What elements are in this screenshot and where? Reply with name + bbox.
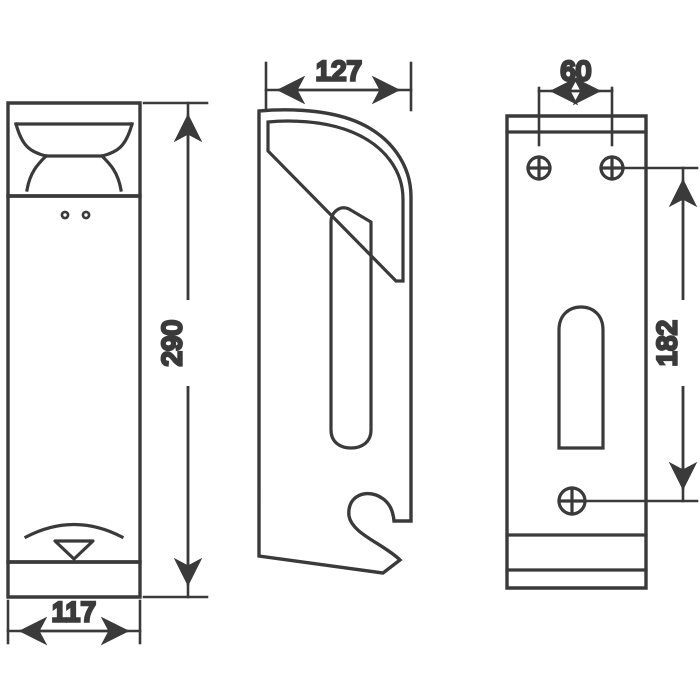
dimension-290-label: 290 bbox=[157, 320, 187, 367]
dimension-60: 60 bbox=[537, 54, 614, 147]
front-view-bottom-band bbox=[6, 560, 142, 599]
dimension-117: 117 bbox=[6, 595, 142, 646]
back-view-plate bbox=[505, 114, 648, 590]
back-view: 60 182 bbox=[505, 54, 699, 590]
front-view-lower-body bbox=[6, 194, 142, 564]
crosshair-screw-hole-top-left bbox=[526, 155, 552, 181]
back-view-rounded-slot bbox=[557, 305, 605, 450]
curved-top-wedge bbox=[266, 119, 405, 283]
dimension-290: 290 bbox=[142, 101, 209, 599]
indicator-dot-left bbox=[60, 210, 70, 220]
side-view-outline bbox=[257, 108, 413, 575]
dimension-117-label: 117 bbox=[52, 597, 97, 627]
side-view: 127 bbox=[257, 54, 413, 575]
dimension-60-label: 60 bbox=[560, 56, 591, 86]
bottom-arc-curve bbox=[23, 523, 125, 540]
front-view: 290 117 bbox=[6, 101, 209, 646]
side-view-rounded-slot bbox=[329, 206, 373, 450]
dimension-182: 182 bbox=[570, 166, 699, 503]
dimension-182-label: 182 bbox=[652, 320, 682, 367]
down-triangle-marker bbox=[53, 539, 95, 561]
indicator-dot-right bbox=[81, 210, 91, 220]
top-trough-bowl bbox=[14, 122, 134, 192]
dimension-127-label: 127 bbox=[316, 56, 363, 86]
dimension-127: 127 bbox=[264, 54, 413, 112]
